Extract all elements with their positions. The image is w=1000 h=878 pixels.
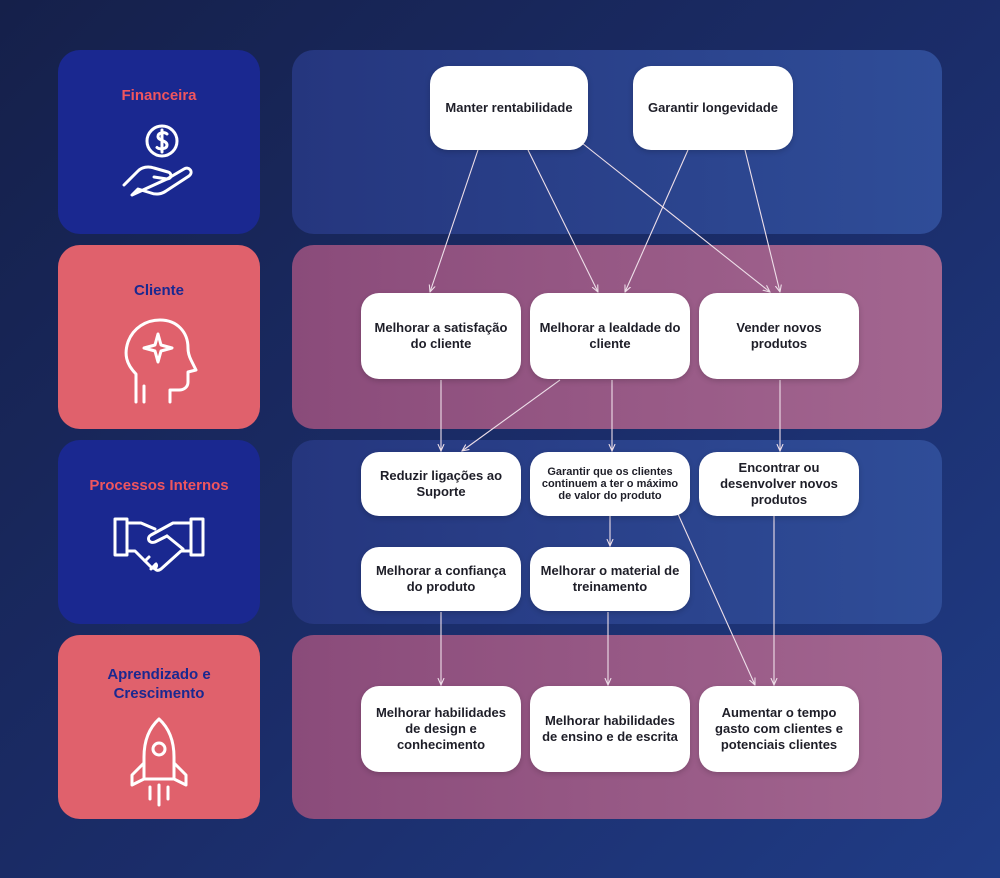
- node-melhorar-design: Melhorar habilidades de design e conheci…: [361, 686, 521, 772]
- rocket-icon: [124, 715, 194, 816]
- perspective-processos-internos: Processos Internos: [58, 440, 260, 624]
- perspective-title: Aprendizado e Crescimento: [107, 666, 211, 702]
- head-star-icon: [114, 314, 204, 411]
- node-manter-rentabilidade: Manter rentabilidade: [430, 66, 588, 150]
- perspective-title: Processos Internos: [89, 477, 229, 494]
- node-reduzir-ligacoes: Reduzir ligações ao Suporte: [361, 452, 521, 516]
- node-melhorar-material: Melhorar o material de treinamento: [530, 547, 690, 611]
- node-garantir-longevidade: Garantir longevidade: [633, 66, 793, 150]
- node-vender-novos-produtos: Vender novos produtos: [699, 293, 859, 379]
- hand-dollar-icon: [114, 119, 204, 214]
- node-melhorar-satisfacao: Melhorar a satisfação do cliente: [361, 293, 521, 379]
- perspective-title: Financeira: [121, 87, 197, 104]
- perspective-cliente: Cliente: [58, 245, 260, 429]
- band-financeira: [292, 50, 942, 234]
- perspective-financeira: Financeira: [58, 50, 260, 234]
- perspective-aprendizado-crescimento: Aprendizado e Crescimento: [58, 635, 260, 819]
- node-garantir-clientes: Garantir que os clientes continuem a ter…: [530, 452, 690, 516]
- node-melhorar-lealdade: Melhorar a lealdade do cliente: [530, 293, 690, 379]
- handshake-icon: [111, 509, 207, 584]
- perspective-title: Cliente: [133, 282, 184, 299]
- node-aumentar-tempo: Aumentar o tempo gasto com clientes e po…: [699, 686, 859, 772]
- node-melhorar-ensino: Melhorar habilidades de ensino e de escr…: [530, 686, 690, 772]
- node-melhorar-confianca: Melhorar a confiança do produto: [361, 547, 521, 611]
- node-encontrar-produtos: Encontrar ou desenvolver novos produtos: [699, 452, 859, 516]
